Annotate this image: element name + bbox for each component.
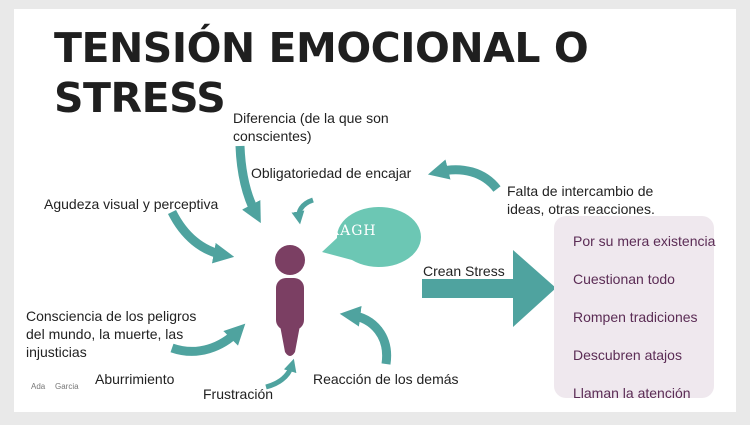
result-item: Rompen tradiciones	[573, 309, 698, 325]
bubble-text: AAGH	[329, 223, 377, 239]
label-aburrimiento: Aburrimiento	[95, 371, 175, 387]
curved-arrow-icon	[291, 197, 314, 225]
author-first-name: Ada	[31, 382, 46, 391]
label-agudeza: Agudeza visual y perceptiva	[44, 196, 219, 212]
slide-title: TENSIÓN EMOCIONAL O STRESS	[54, 24, 589, 122]
label-crean-stress: Crean Stress	[423, 263, 505, 279]
label-obligatoriedad: Obligatoriedad de encajar	[251, 165, 412, 181]
results-panel: Por su mera existencia Cuestionan todo R…	[554, 216, 716, 401]
person-silhouette-icon	[275, 245, 305, 356]
label-frustracion: Frustración	[203, 386, 274, 402]
curved-arrow-icon	[167, 209, 235, 264]
result-item: Descubren atajos	[573, 347, 682, 363]
curved-arrow-icon	[339, 306, 392, 365]
label-falta-intercambio: Falta de intercambio de ideas, otras rea…	[507, 183, 655, 217]
result-item: Por su mera existencia	[573, 233, 716, 249]
author-last-name: Garcia	[55, 382, 79, 391]
label-diferencia: Diferencia (de la que son conscientes)	[233, 110, 389, 144]
label-consciencia: Consciencia de los peligros del mundo, l…	[26, 308, 197, 360]
speech-bubble-icon	[322, 207, 421, 268]
result-item: Llaman la atención	[573, 385, 691, 401]
result-item: Cuestionan todo	[573, 271, 675, 287]
curved-arrow-icon	[427, 159, 501, 192]
label-reaccion: Reacción de los demás	[313, 371, 459, 387]
right-arrow-icon	[422, 250, 556, 327]
curved-arrow-icon	[265, 358, 297, 390]
curved-arrow-icon	[235, 145, 261, 224]
curved-arrow-icon	[170, 323, 246, 356]
